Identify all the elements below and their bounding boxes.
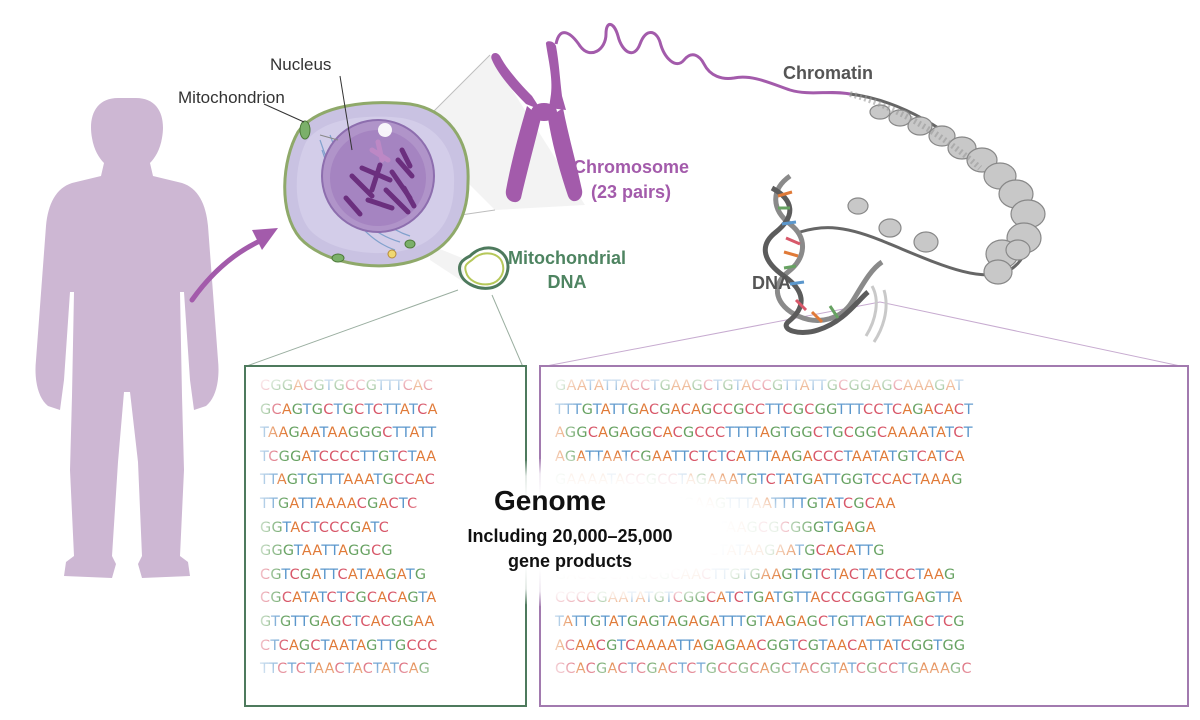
nuclear-box-connector-left bbox=[540, 301, 881, 368]
genome-subtitle-line2: gene products bbox=[507, 551, 632, 571]
sequence-line: TAAGAATAAGGGCTTATT bbox=[260, 425, 437, 442]
sequence-line: CGCATATCTCGCACAGTA bbox=[260, 590, 437, 607]
nuclear-chromosomes bbox=[343, 147, 417, 217]
sequence-line: TATTGTATGAGTAGAGATTTGTAAGAGCTGTTAGTTAGCT… bbox=[555, 613, 965, 630]
genome-subtitle: Including 20,000–25,000 gene products bbox=[430, 524, 710, 574]
mito-dna-callout-wedge bbox=[430, 245, 465, 283]
mitochondrion-label: Mitochondrion bbox=[178, 88, 285, 107]
mito-box-connector-left bbox=[243, 289, 459, 368]
dna-double-helix bbox=[762, 173, 888, 343]
sequence-line: TCGGATCCCCTTGTCTAA bbox=[260, 448, 437, 465]
zoom-arrow-head bbox=[252, 228, 278, 250]
chromosome bbox=[491, 41, 583, 203]
chromosome-pairs: (23 pairs) bbox=[590, 182, 672, 202]
zoom-arrow bbox=[189, 237, 265, 303]
mitochondrion-leader bbox=[263, 103, 305, 123]
chromatin-coil bbox=[799, 91, 1046, 285]
sequence-line: AGGCAGAGGCACGCCCTTTTAGTGGCTGCGGCAAAATATC… bbox=[555, 425, 973, 442]
genome-label-backdrop bbox=[395, 455, 815, 610]
nucleus-leader bbox=[339, 75, 353, 151]
dna-label: DNA bbox=[752, 273, 791, 293]
genome-subtitle-line1: Including 20,000–25,000 bbox=[467, 526, 673, 546]
mitochondrion bbox=[299, 120, 311, 140]
sequence-line: GTGTTGAGCTCACGGAA bbox=[260, 613, 435, 630]
cell bbox=[283, 101, 470, 268]
nuclear-box-connector-right bbox=[879, 301, 1186, 368]
mitochondrial-label-line2: DNA bbox=[547, 272, 587, 292]
mitochondrial-dna-ring bbox=[458, 246, 510, 290]
chromatin-strand bbox=[554, 23, 851, 96]
chromosome-label: Chromosome (23 pairs) bbox=[573, 155, 689, 205]
mitochondrial-label-line1: Mitochondrial bbox=[508, 248, 626, 268]
nucleus-label: Nucleus bbox=[270, 55, 332, 74]
chromatin-label: Chromatin bbox=[783, 63, 873, 83]
mitochondrial-dna-label: Mitochondrial DNA bbox=[508, 246, 626, 294]
mito-box-connector-right bbox=[491, 294, 524, 368]
genome-title: Genome bbox=[493, 485, 607, 516]
chromosome-title: Chromosome bbox=[573, 157, 690, 177]
person-silhouette bbox=[35, 98, 219, 578]
